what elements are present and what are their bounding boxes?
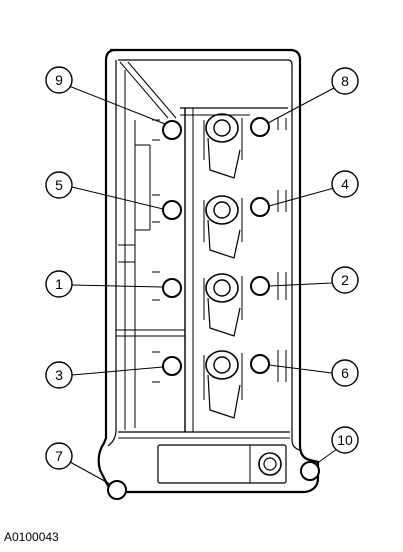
bolt-9 <box>162 120 182 140</box>
bolt-4 <box>250 197 270 217</box>
svg-text:5: 5 <box>55 177 63 193</box>
callout-8: 8 <box>331 67 359 95</box>
bolts <box>107 117 320 500</box>
svg-text:2: 2 <box>341 272 349 288</box>
callout-9: 9 <box>45 66 73 94</box>
bolt-7 <box>107 480 127 500</box>
svg-text:6: 6 <box>341 365 349 381</box>
svg-text:9: 9 <box>55 72 63 88</box>
coil-tower-1 <box>203 113 243 179</box>
bolt-1 <box>162 278 182 298</box>
svg-text:10: 10 <box>337 432 353 448</box>
bolt-6 <box>250 354 270 374</box>
oil-filler-cap <box>258 452 282 476</box>
callout-10: 10 <box>331 426 359 454</box>
svg-text:3: 3 <box>55 367 63 383</box>
bolt-8 <box>250 117 270 137</box>
svg-text:8: 8 <box>341 73 349 89</box>
callout-5: 5 <box>45 171 73 199</box>
coil-tower-4 <box>203 350 243 419</box>
bolt-5 <box>162 200 182 220</box>
callout-3: 3 <box>45 361 73 389</box>
callouts: 9 5 1 3 7 8 4 2 <box>45 66 359 470</box>
svg-text:4: 4 <box>341 176 349 192</box>
svg-text:1: 1 <box>55 276 63 292</box>
bolt-3 <box>162 356 182 376</box>
coil-tower-2 <box>203 195 243 259</box>
coil-towers <box>203 113 282 476</box>
bolt-10 <box>300 461 320 481</box>
callout-7: 7 <box>45 442 73 470</box>
callout-4: 4 <box>331 170 359 198</box>
cover-outline <box>97 48 320 494</box>
svg-text:7: 7 <box>55 448 63 464</box>
bolt-2 <box>250 276 270 296</box>
coil-tower-3 <box>203 273 243 337</box>
leader-lines <box>68 85 338 485</box>
callout-6: 6 <box>331 359 359 387</box>
figure-reference-code: A0100043 <box>4 530 59 544</box>
callout-2: 2 <box>331 266 359 294</box>
callout-1: 1 <box>45 270 73 298</box>
